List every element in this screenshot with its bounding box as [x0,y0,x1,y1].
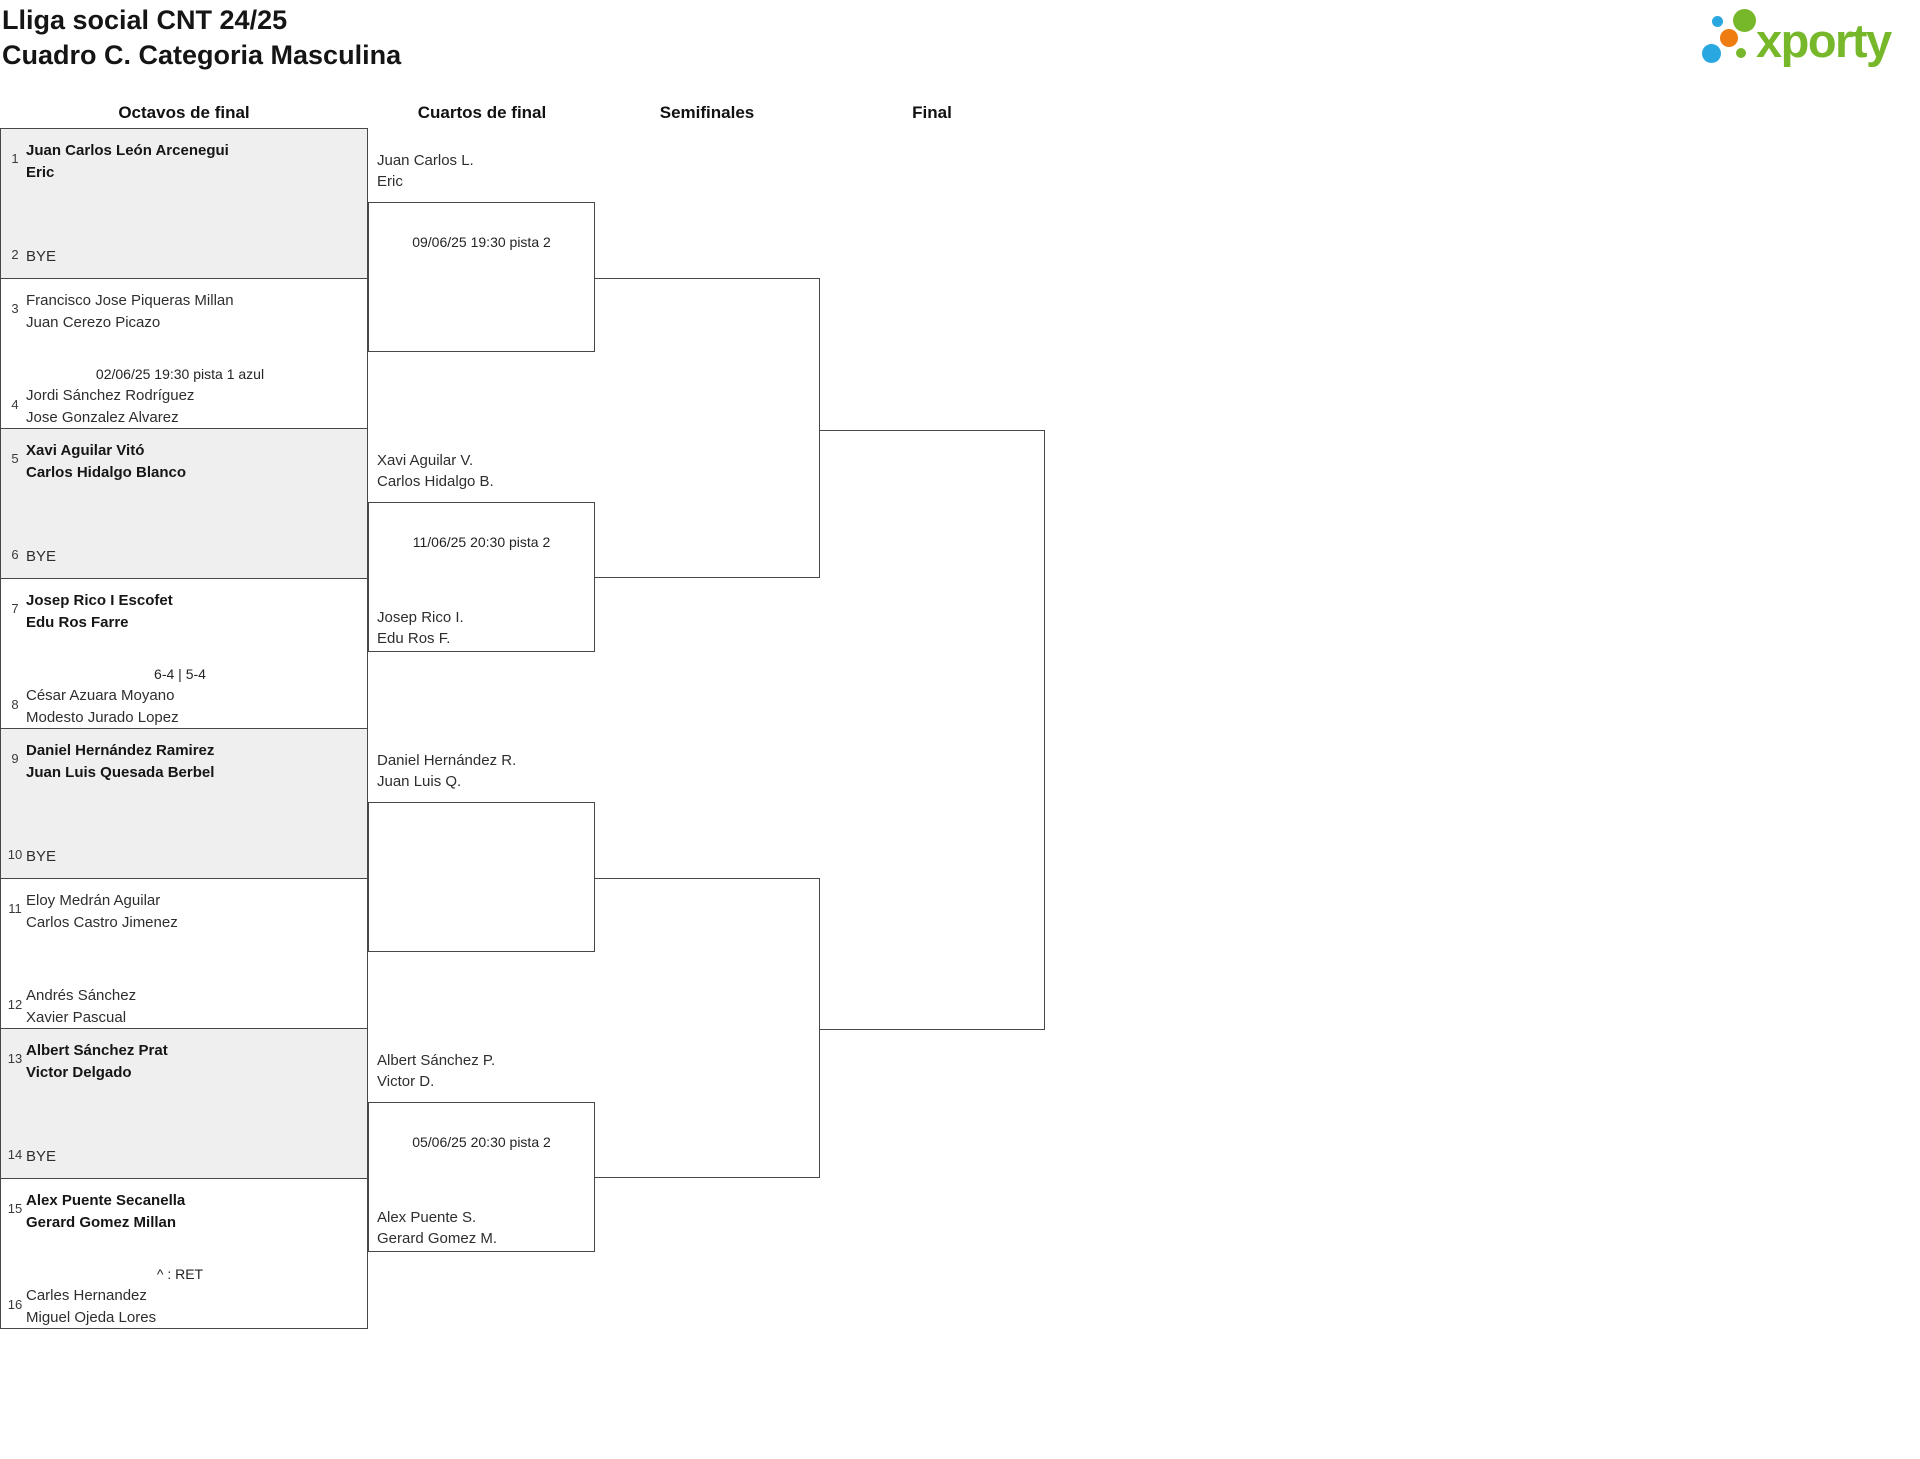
r16-match-5[interactable]: 9 Daniel Hernández Ramirez Juan Luis Que… [0,728,368,879]
slot-number: 5 [11,451,19,466]
qf-team-top: Juan Carlos L. Eric [377,152,474,190]
r16-match-6[interactable]: 11 Eloy Medrán Aguilar Carlos Castro Jim… [0,878,368,1029]
logo-dot-blue-large-icon [1702,44,1721,63]
logo-dot-blue-small-icon [1712,16,1723,27]
logo-wordmark: xporty [1756,14,1892,67]
qf-match-3[interactable] [368,802,595,952]
match-schedule: 05/06/25 20:30 pista 2 [412,1134,551,1150]
team-name: Josep Rico I Escofet Edu Ros Farre [26,592,173,631]
slot-number: 16 [7,1297,23,1312]
match-result-note: ^ : RET [156,1266,204,1282]
slot-number: 13 [7,1051,23,1066]
team-name: Andrés Sánchez Xavier Pascual [26,987,137,1026]
team-name: Jordi Sánchez Rodríguez Jose Gonzalez Al… [26,387,195,426]
column-header-octavos: Octavos de final [118,103,250,122]
match-score: 6-4 | 5-4 [154,666,206,682]
column-header-semifinales: Semifinales [659,103,755,122]
team-name: Xavi Aguilar Vitó Carlos Hidalgo Blanco [26,442,187,481]
qf-team-bottom: Josep Rico I. Edu Ros F. [377,609,464,647]
match-schedule: 02/06/25 19:30 pista 1 azul [95,366,265,382]
slot-number: 9 [11,751,19,766]
final-connector [820,430,1045,1030]
slot-number: 14 [7,1147,23,1162]
team-name: BYE [26,548,57,565]
team-name: BYE [26,1148,57,1165]
team-name: Eloy Medrán Aguilar Carlos Castro Jimene… [26,892,178,931]
xporty-logo[interactable]: xporty [1690,0,1918,80]
match-schedule: 09/06/25 19:30 pista 2 [412,234,551,250]
qf-team-top: Daniel Hernández R. Juan Luis Q. [377,752,517,790]
slot-number: 4 [11,397,19,412]
slot-number: 15 [7,1201,23,1216]
qf-team-bottom: Alex Puente S. Gerard Gomez M. [377,1209,498,1247]
slot-number: 8 [11,697,19,712]
page-title: Lliga social CNT 24/25 [2,5,288,35]
qf-team-top: Albert Sánchez P. Victor D. [377,1052,496,1090]
team-name: Daniel Hernández Ramirez Juan Luis Quesa… [26,742,215,781]
semifinal-1-connector [594,278,820,578]
r16-match-2[interactable]: 3 Francisco Jose Piqueras Millan Juan Ce… [0,278,368,429]
r16-match-7[interactable]: 13 Albert Sánchez Prat Victor Delgado 14… [0,1028,368,1179]
page-header: Lliga social CNT 24/25 Cuadro C. Categor… [2,3,401,73]
qf-match-1[interactable]: 09/06/25 19:30 pista 2 [368,202,595,352]
semifinal-2-connector [594,878,820,1178]
team-name: César Azuara Moyano Modesto Jurado Lopez [26,687,179,726]
team-name: BYE [26,848,57,865]
team-name: BYE [26,248,57,265]
r16-match-1[interactable]: 1 Juan Carlos León Arcenegui Eric 2 BYE [0,128,368,279]
qf-team-top: Xavi Aguilar V. Carlos Hidalgo B. [377,452,494,490]
slot-number: 2 [11,247,19,262]
r16-match-3[interactable]: 5 Xavi Aguilar Vitó Carlos Hidalgo Blanc… [0,428,368,579]
logo-dot-orange-icon [1720,29,1738,47]
slot-number: 12 [7,997,23,1012]
team-name: Albert Sánchez Prat Victor Delgado [26,1042,168,1081]
team-name: Francisco Jose Piqueras Millan Juan Cere… [26,292,234,331]
page-subtitle: Cuadro C. Categoria Masculina [2,40,402,70]
logo-dot-green-large-icon [1733,9,1756,32]
slot-number: 7 [11,601,19,616]
team-name: Alex Puente Secanella Gerard Gomez Milla… [26,1192,186,1231]
slot-number: 6 [11,547,19,562]
column-header-cuartos: Cuartos de final [417,103,547,122]
slot-number: 1 [11,151,19,166]
r16-match-4[interactable]: 7 Josep Rico I Escofet Edu Ros Farre 6-4… [0,578,368,729]
column-header-final: Final [912,103,952,122]
slot-number: 11 [8,901,22,916]
match-schedule: 11/06/25 20:30 pista 2 [412,534,551,550]
team-name: Juan Carlos León Arcenegui Eric [26,142,229,181]
slot-number: 3 [11,301,19,316]
team-name: Carles Hernandez Miguel Ojeda Lores [26,1287,157,1326]
r16-match-8[interactable]: 15 Alex Puente Secanella Gerard Gomez Mi… [0,1178,368,1329]
slot-number: 10 [7,847,23,862]
logo-dot-green-small-icon [1736,48,1746,58]
